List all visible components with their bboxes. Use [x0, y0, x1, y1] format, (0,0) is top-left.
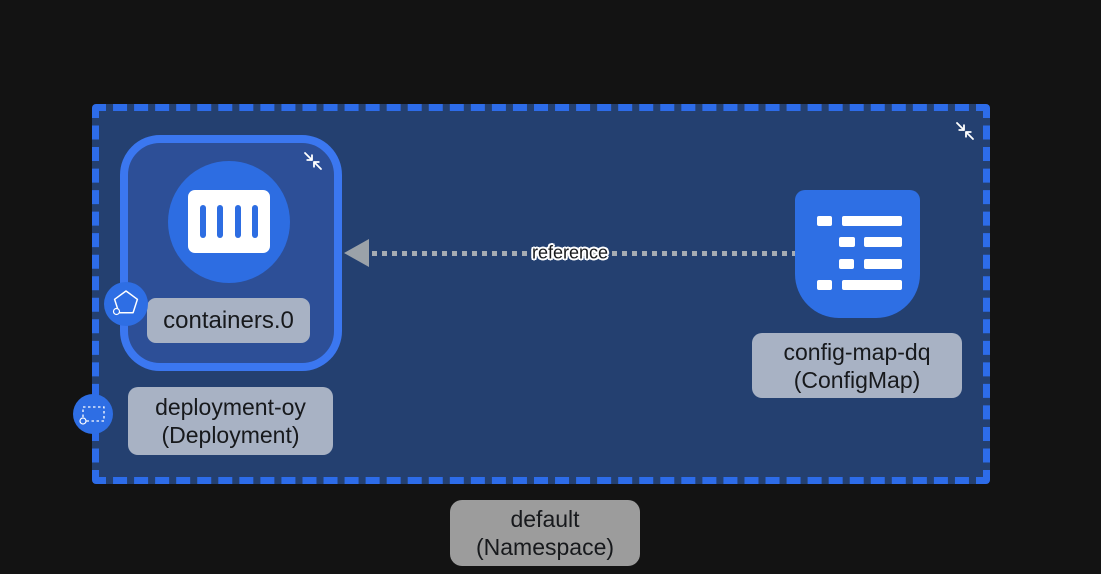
- namespace-label-badge[interactable]: default (Namespace): [450, 500, 640, 566]
- deployment-handle-badge[interactable]: [104, 282, 148, 326]
- edge-label: reference: [531, 242, 609, 263]
- deployment-name-label: deployment-oy: [155, 394, 306, 420]
- edge-arrowhead-icon: [344, 239, 369, 267]
- container-label-badge[interactable]: containers.0: [147, 298, 310, 343]
- deployment-kind-label: (Deployment): [161, 422, 300, 448]
- configmap-kind-label: (ConfigMap): [793, 366, 921, 393]
- container-bar: [199, 205, 206, 238]
- configmap-icon-line: [817, 280, 832, 290]
- container-node[interactable]: [168, 161, 290, 283]
- configmap-icon-line: [864, 259, 902, 269]
- edge-dotted-line: [362, 251, 795, 256]
- deployment-node[interactable]: containers.0: [120, 135, 342, 371]
- configmap-icon-line: [839, 259, 854, 269]
- collapse-icon: [956, 122, 974, 140]
- dashed-rect-icon: [79, 406, 105, 425]
- namespace-kind-label: (Namespace): [475, 534, 615, 560]
- container-icon: [188, 190, 270, 253]
- container-bar: [234, 205, 241, 238]
- configmap-icon-line: [842, 280, 902, 290]
- configmap-icon-line: [842, 216, 902, 226]
- container-label: containers.0: [163, 306, 294, 334]
- namespace-node-default[interactable]: containers.0 deployment-oy (Deployment): [73, 104, 990, 484]
- namespace-collapse-button[interactable]: [953, 119, 977, 143]
- pentagon-icon: [112, 290, 139, 316]
- namespace-handle-badge[interactable]: [73, 394, 113, 434]
- deployment-collapse-button[interactable]: [301, 149, 325, 173]
- configmap-icon-line: [864, 237, 902, 247]
- namespace-name-label: default: [510, 506, 580, 532]
- configmap-name-label: config-map-dq: [783, 338, 931, 365]
- configmap-label-badge[interactable]: config-map-dq (ConfigMap): [752, 333, 962, 398]
- collapse-icon: [304, 152, 322, 170]
- deployment-label-badge[interactable]: deployment-oy (Deployment): [128, 387, 333, 455]
- container-bar: [252, 205, 259, 238]
- configmap-icon-line: [839, 237, 855, 247]
- container-bar: [217, 205, 224, 238]
- configmap-icon-line: [817, 216, 832, 226]
- configmap-node[interactable]: [795, 190, 920, 318]
